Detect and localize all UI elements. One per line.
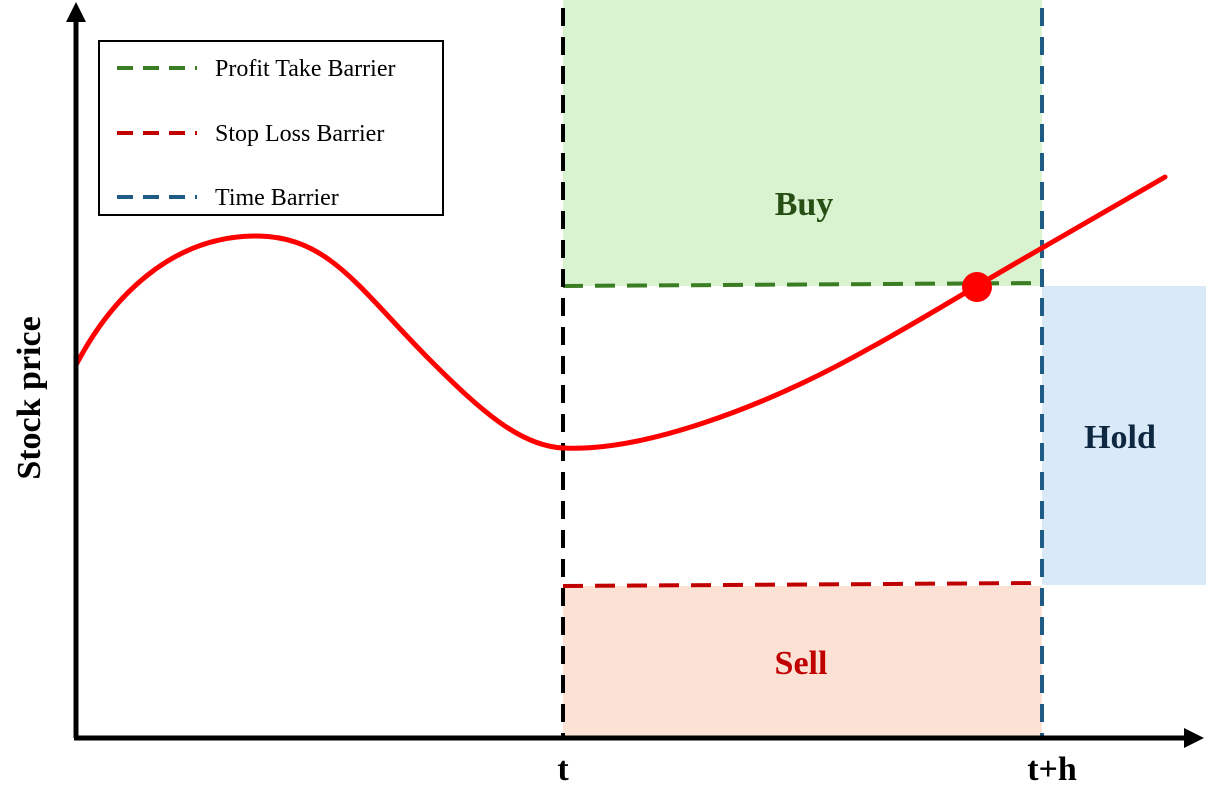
- legend-label-profit-take: Profit Take Barrier: [215, 56, 395, 82]
- legend-label-time: Time Barrier: [215, 185, 339, 211]
- y-axis-arrowhead: [66, 2, 86, 22]
- x-tick-t: t: [557, 751, 569, 788]
- x-tick-t-plus-h: t+h: [1027, 751, 1077, 788]
- stop-loss-barrier: [562, 581, 1043, 588]
- hold-region: [1042, 286, 1206, 585]
- legend-label-stop-loss: Stop Loss Barrier: [215, 121, 384, 147]
- sell-label: Sell: [775, 645, 828, 682]
- legend: Profit Take Barrier Stop Loss Barrier Ti…: [98, 40, 444, 216]
- stock-price-path: [73, 174, 1168, 451]
- buy-region: [563, 0, 1042, 286]
- barrier-touch-point: [962, 272, 992, 302]
- profit-take-barrier: [562, 281, 1043, 288]
- buy-label: Buy: [775, 186, 834, 223]
- x-axis-arrowhead: [1184, 728, 1204, 748]
- hold-label: Hold: [1084, 419, 1156, 456]
- y-axis-label: Stock price: [11, 316, 48, 479]
- sell-region: [563, 586, 1042, 738]
